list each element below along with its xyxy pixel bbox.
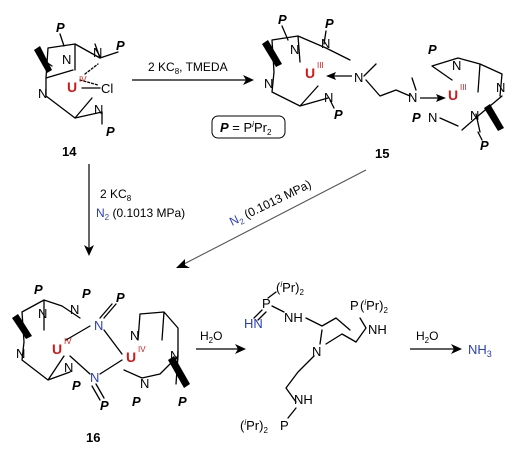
oxidation-state: III bbox=[317, 61, 324, 70]
arrow-14-to-16: 2 KC8 N2 (0.1013 MPa) bbox=[84, 164, 185, 256]
n-atom: N bbox=[452, 58, 461, 73]
n-atom: N bbox=[38, 86, 47, 101]
reagent-text: H2O bbox=[200, 329, 222, 345]
p-atom: P bbox=[334, 107, 343, 122]
p-atom: P bbox=[428, 42, 437, 57]
uranium-atom: U bbox=[448, 87, 458, 103]
legend-text: P = PiPr2 bbox=[220, 120, 272, 137]
p-atom: P bbox=[132, 394, 141, 409]
n-atom: N bbox=[290, 42, 299, 57]
n-atom: N bbox=[354, 70, 363, 85]
nh-group: NH bbox=[284, 310, 303, 325]
ipr-group: (iPr)2 bbox=[240, 418, 268, 435]
p-atom: P bbox=[72, 378, 81, 393]
p-atom: P bbox=[280, 418, 289, 433]
bridging-n-atom: N bbox=[94, 318, 103, 333]
chloride-ligand: Cl bbox=[101, 81, 113, 96]
substituent-legend: P = PiPr2 bbox=[211, 115, 286, 139]
oxidation-state: IV bbox=[79, 75, 87, 84]
n-atom: N bbox=[93, 45, 102, 60]
arrow-15-to-16: N2 (0.1013 MPa) bbox=[176, 169, 367, 268]
n-atom: N bbox=[428, 110, 437, 125]
arrow-hydrolysis-2: H2O NH3 bbox=[410, 329, 492, 359]
p-atom: P bbox=[412, 110, 421, 125]
arrow-hydrolysis-1: H2O bbox=[196, 329, 246, 354]
n-atom: N bbox=[470, 108, 479, 123]
bridging-n-atom: N bbox=[90, 370, 99, 385]
uranium-atom: U bbox=[305, 65, 315, 81]
n-atom: N bbox=[321, 36, 330, 51]
p-atom: P bbox=[100, 398, 109, 413]
n-atom: N bbox=[130, 328, 139, 343]
oxidation-state: IV bbox=[64, 337, 72, 346]
n-atom: N bbox=[264, 76, 273, 91]
ipr-group: (iPr)2 bbox=[276, 280, 304, 297]
p-atom: P bbox=[325, 16, 334, 31]
hn-group: HN bbox=[244, 316, 263, 331]
compound-label-15: 15 bbox=[375, 146, 389, 161]
n-atom: N bbox=[170, 348, 179, 363]
uranium-atom: U bbox=[52, 341, 62, 357]
p-atom: P bbox=[116, 38, 125, 53]
ipr-group: (iPr)2 bbox=[360, 298, 388, 315]
p-atom: P bbox=[480, 138, 489, 153]
reagent-text: H2O bbox=[416, 329, 438, 345]
reagent-text: 2 KC8 bbox=[100, 187, 132, 203]
n-atom: N bbox=[16, 346, 25, 361]
oxidation-state: III bbox=[460, 83, 467, 92]
n-atom: N bbox=[64, 360, 73, 375]
nh-group: NH bbox=[294, 392, 313, 407]
reagent-text: 2 KC8, TMEDA bbox=[148, 60, 228, 76]
n-atom: N bbox=[62, 52, 71, 67]
p-atom: P bbox=[106, 124, 115, 139]
arrow-14-to-15: 2 KC8, TMEDA bbox=[132, 60, 254, 85]
n-atom: N bbox=[408, 90, 417, 105]
uranium-atom: U bbox=[67, 79, 77, 95]
compound-16: P P P N N N N U IV P N N P N N N U IV P … bbox=[12, 282, 190, 445]
compound-15: P P P N N N N U III N N P P P N N N N U … bbox=[262, 12, 505, 161]
uranium-atom: U bbox=[126, 349, 136, 365]
nh-group: NH bbox=[368, 322, 387, 337]
p-atom: P bbox=[278, 12, 287, 27]
ammonia-product: NH3 bbox=[468, 342, 492, 359]
n-atom: N bbox=[496, 80, 505, 95]
p-atom: P bbox=[178, 394, 187, 409]
intermediate-product: (iPr)2 P HN NH N P (iPr)2 NH NH (iPr)2 P bbox=[240, 280, 388, 435]
n-atom: N bbox=[140, 376, 149, 391]
n-atom: N bbox=[38, 306, 47, 321]
p-atom: P bbox=[82, 286, 91, 301]
n2-condition: N2 (0.1013 MPa) bbox=[96, 206, 185, 222]
n-atom: N bbox=[94, 102, 103, 117]
compound-label-14: 14 bbox=[62, 144, 77, 159]
n-atom: N bbox=[324, 90, 333, 105]
compound-label-16: 16 bbox=[86, 430, 100, 445]
oxidation-state: IV bbox=[138, 345, 146, 354]
p-atom: P bbox=[116, 290, 125, 305]
compound-14: P P P N N N N U IV Cl 14 bbox=[34, 20, 125, 159]
p-atom: P bbox=[56, 20, 65, 35]
p-atom: P bbox=[350, 298, 359, 313]
n-atom: N bbox=[312, 344, 321, 359]
n-atom: N bbox=[70, 302, 79, 317]
p-atom: P bbox=[34, 282, 43, 297]
p-atom: P bbox=[262, 296, 271, 311]
